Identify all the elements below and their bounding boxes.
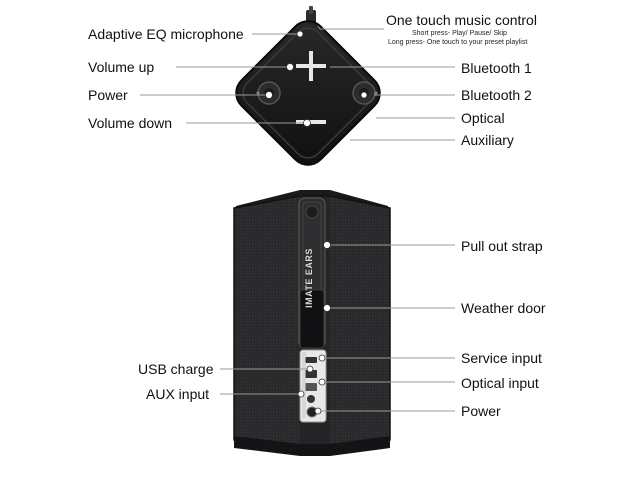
volume-down-minus-icon[interactable] — [296, 107, 326, 137]
label-auxiliary: Auxiliary — [461, 132, 514, 148]
label-bluetooth-2: Bluetooth 2 — [461, 87, 532, 103]
weather-door[interactable] — [299, 289, 325, 349]
label-pull-out-strap: Pull out strap — [461, 238, 543, 254]
label-power-bottom: Power — [461, 403, 501, 419]
label-one-touch-music-control: One touch music control — [386, 12, 537, 28]
top-cable-tip — [309, 6, 313, 14]
label-volume-up: Volume up — [88, 59, 155, 75]
top-view-speaker — [235, 6, 381, 166]
aux-input-port[interactable] — [307, 395, 315, 403]
label-one-touch-short-press: Short press- Play/ Pause/ Skip — [412, 30, 507, 37]
side-view-speaker — [233, 190, 391, 456]
speaker-bottom-cap — [234, 436, 390, 456]
label-adaptive-eq-microphone: Adaptive EQ microphone — [88, 26, 244, 42]
service-input-port[interactable] — [305, 357, 317, 363]
label-usb-charge: USB charge — [138, 361, 214, 377]
leader-lines — [140, 25, 455, 412]
label-one-touch-long-press: Long press- One touch to your preset pla… — [388, 39, 528, 46]
label-bluetooth-1: Bluetooth 1 — [461, 60, 532, 76]
strap-brand-text: IMATE EARS — [304, 248, 314, 308]
optical-input-port[interactable] — [305, 383, 317, 391]
label-optical-input: Optical input — [461, 375, 539, 391]
label-aux-input: AUX input — [146, 386, 210, 402]
label-power-top: Power — [88, 87, 128, 103]
label-volume-down: Volume down — [88, 115, 173, 131]
label-weather-door: Weather door — [461, 300, 546, 316]
usb-charge-port[interactable] — [305, 370, 317, 378]
label-service-input: Service input — [461, 350, 542, 366]
top-diamond-rim — [242, 27, 374, 159]
label-optical: Optical — [461, 110, 505, 126]
volume-up-plus-icon[interactable] — [296, 51, 326, 81]
callout-dots — [265, 30, 368, 415]
